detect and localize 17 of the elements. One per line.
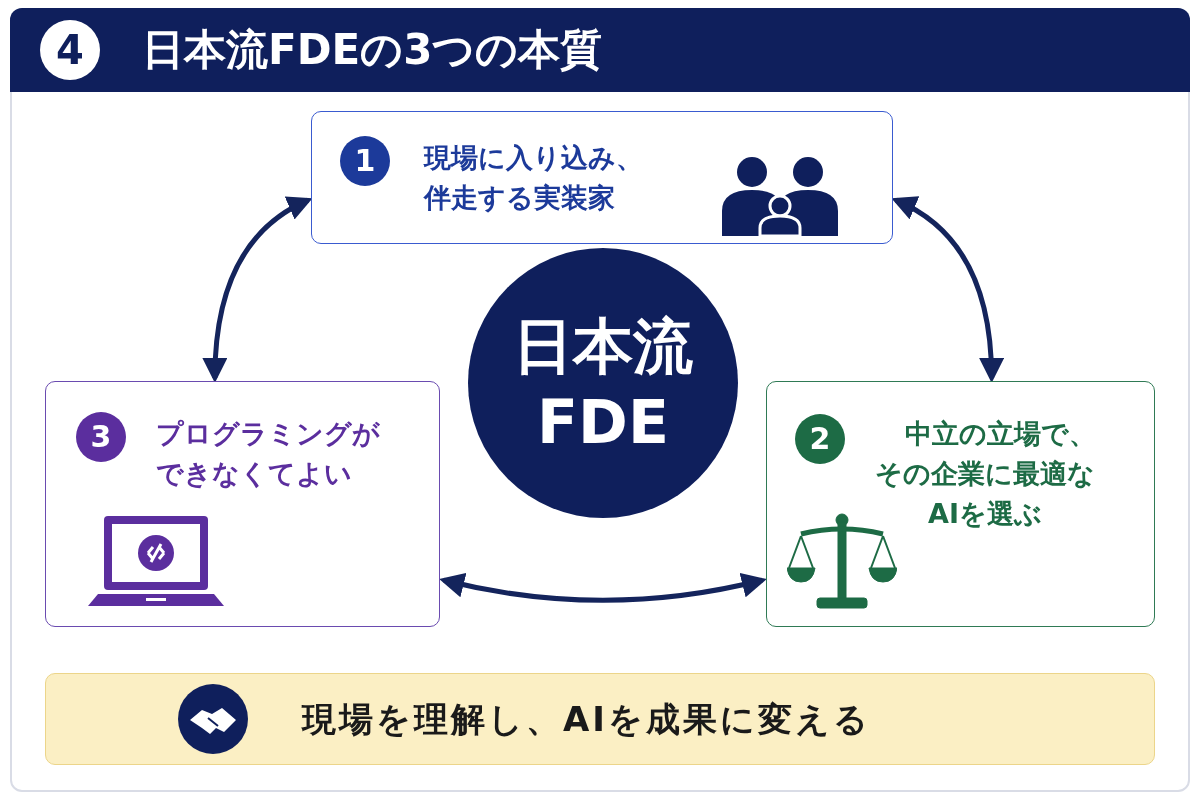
point-box <box>311 111 893 244</box>
point-text: プログラミングができなくてよい <box>156 417 381 491</box>
point-box <box>766 381 1155 627</box>
number-badge: 3 <box>76 412 126 462</box>
point-text: 現場に入り込み、伴走する実装家 <box>424 141 644 215</box>
double-arrow <box>202 197 313 383</box>
double-arrow <box>891 197 1004 383</box>
summary-band <box>45 673 1155 765</box>
summary-text: 現場を理解し、AIを成果に変える <box>302 698 871 741</box>
number-badge: 1 <box>340 136 390 186</box>
section-number: 4 <box>40 20 100 80</box>
point-box <box>45 381 440 627</box>
center-label: 日本流FDE <box>512 310 694 459</box>
number-badge: 2 <box>795 414 845 464</box>
point-text: 中立の立場で、その企業に最適なAIを選ぶ <box>874 417 1097 531</box>
double-arrow <box>439 572 767 603</box>
title: 日本流FDEの3つの本質 <box>142 24 603 76</box>
